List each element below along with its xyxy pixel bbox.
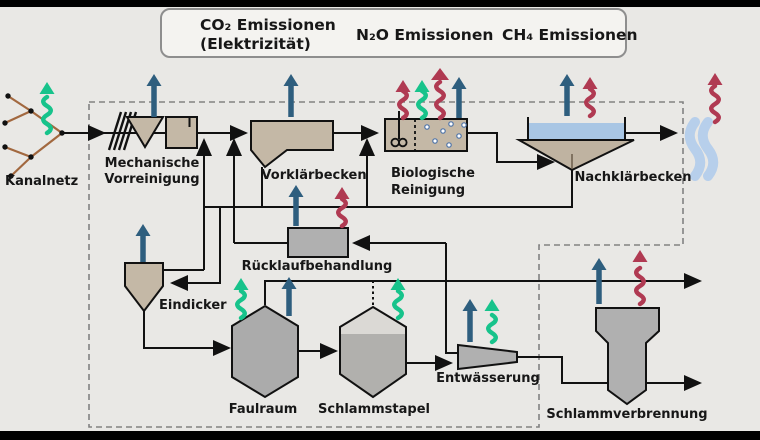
river-icon xyxy=(684,117,719,181)
label-vorklaerbecken: Vorklärbecken xyxy=(261,168,366,183)
sludge-to-eindicker xyxy=(170,207,221,291)
emission-co2-arrow xyxy=(146,74,162,117)
label-kanalnetz: Kanalnetz xyxy=(5,174,78,189)
legend-co2-label-1: CO₂ Emissionen xyxy=(200,16,336,34)
bottom-bar xyxy=(0,431,760,440)
emission-ch4-arrow xyxy=(390,278,406,321)
label-nachklaerbecken: Nachklärbecken xyxy=(574,170,691,185)
emission-co2-arrow xyxy=(559,74,575,116)
kanalnetz-network xyxy=(2,93,65,179)
plant-boundary-dashed xyxy=(88,101,684,428)
label-mechanische-1: Mechanische xyxy=(105,156,200,171)
flow-lines xyxy=(62,125,702,391)
emission-co2-arrow xyxy=(591,258,607,304)
mechanische-vorreinigung-shape xyxy=(107,111,198,151)
emission-n2o-arrow xyxy=(707,73,723,125)
emission-ch4-arrow xyxy=(484,299,500,345)
emission-ch4-arrow xyxy=(414,80,430,121)
faulraum-shape xyxy=(231,304,299,399)
ruecklaufbehandlung-shape xyxy=(287,227,349,258)
emission-co2-arrow xyxy=(135,224,151,262)
legend-ch4-label: CH₄ Emissionen xyxy=(502,26,638,44)
grit-tank xyxy=(165,116,198,149)
filtrate-riser xyxy=(445,243,457,354)
aeration-bubbles xyxy=(424,121,467,148)
nachklaerbecken-shape xyxy=(515,117,635,172)
emission-co2-arrow xyxy=(288,185,304,226)
label-biologische-2: Reinigung xyxy=(391,183,465,198)
schlammstapel-shape xyxy=(339,305,407,399)
emission-n2o-arrow xyxy=(395,80,411,121)
emission-co2-arrow xyxy=(462,299,478,342)
label-eindicker: Eindicker xyxy=(159,298,227,313)
legend-n2o-label: N₂O Emissionen xyxy=(356,26,493,44)
clarifier-water xyxy=(529,123,624,139)
label-biologische-1: Biologische xyxy=(391,166,475,181)
clarifier-funnel xyxy=(515,139,635,172)
emission-ch4-arrow xyxy=(233,278,249,321)
legend-co2-label-2: (Elektrizität) xyxy=(200,35,311,53)
grit-funnel xyxy=(125,116,165,149)
emission-ch4-arrow xyxy=(39,82,55,136)
return-sludge-line xyxy=(204,170,573,208)
entwaesserung-shape xyxy=(457,343,518,371)
emission-co2-arrow xyxy=(281,277,297,316)
label-ruecklaufbehandlung: Rücklaufbehandlung xyxy=(242,259,393,274)
biogas-line xyxy=(264,273,702,305)
sludge-level xyxy=(340,334,406,397)
emission-n2o-arrow xyxy=(334,187,350,229)
label-schlammverbrennung: Schlammverbrennung xyxy=(546,407,707,422)
legend-box xyxy=(160,8,627,58)
label-schlammstapel: Schlammstapel xyxy=(318,402,430,417)
legend: CO₂ Emissionen (Elektrizität) N₂O Emissi… xyxy=(160,8,638,58)
eindicker-to-faulraum xyxy=(143,311,231,356)
emission-n2o-arrow xyxy=(632,250,648,307)
eindicker-shape xyxy=(124,262,164,313)
component-labels: Kanalnetz Mechanische Vorreinigung Vorkl… xyxy=(5,156,708,422)
label-faulraum: Faulraum xyxy=(229,402,298,417)
emission-n2o-arrow xyxy=(431,68,449,121)
emission-co2-arrow xyxy=(451,77,467,118)
top-bar xyxy=(0,0,760,7)
label-mechanische-2: Vorreinigung xyxy=(104,172,199,187)
vorklaerbecken-shape xyxy=(250,120,334,169)
emission-n2o-arrow xyxy=(582,77,598,119)
biologische-reinigung-shape xyxy=(384,111,468,152)
flow-bio-to-nachklaer xyxy=(467,132,555,170)
schlammverbrennung-shape xyxy=(595,307,660,406)
emission-co2-arrow xyxy=(283,74,299,117)
label-entwaesserung: Entwässerung xyxy=(436,371,540,386)
